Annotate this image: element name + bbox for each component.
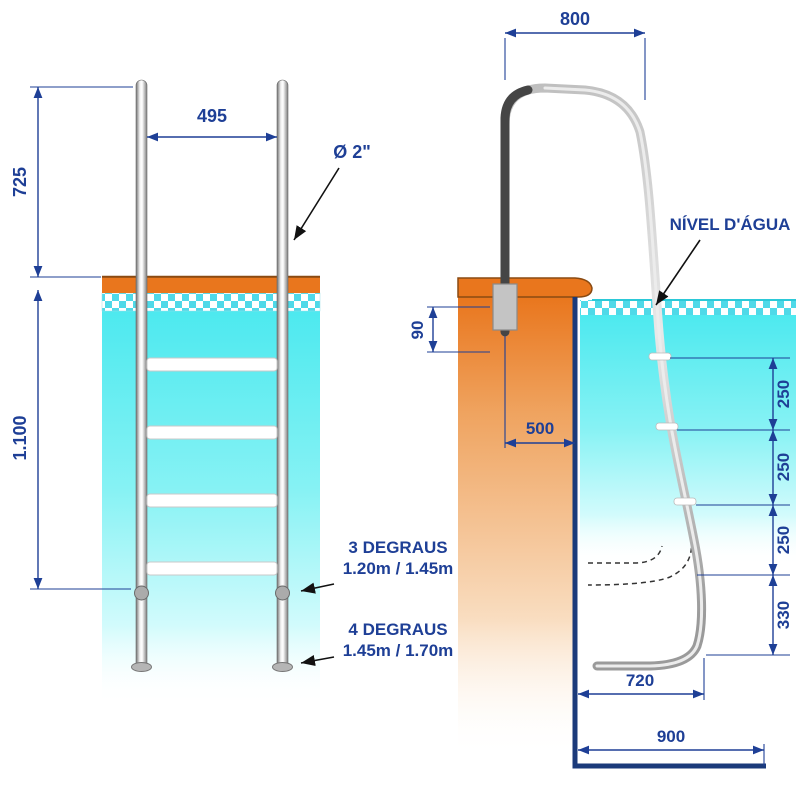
option-4-steps-label: 4 DEGRAUS bbox=[348, 620, 447, 639]
dim-floor-inner-value: 720 bbox=[626, 671, 654, 690]
tube-diameter-label: Ø 2" bbox=[333, 142, 371, 162]
waterline-tile-band-side bbox=[580, 300, 796, 315]
option-3-steps-leader bbox=[300, 582, 335, 594]
option-3-steps-note: 3 DEGRAUS 1.20m / 1.45m bbox=[300, 538, 454, 594]
option-4-steps-leader bbox=[300, 654, 335, 667]
option-3-steps-label: 3 DEGRAUS bbox=[348, 538, 447, 557]
dim-below-water-value: 1.100 bbox=[10, 415, 30, 460]
handrail-highlight bbox=[543, 86, 704, 668]
ladder-rung-4 bbox=[146, 561, 278, 576]
water-level-callout: NÍVEL D'ÁGUA bbox=[655, 215, 791, 306]
pool-wall-and-floor bbox=[572, 297, 766, 769]
side-view: 800 NÍVEL D'ÁGUA 90 500 bbox=[408, 9, 796, 769]
three-step-foot-right bbox=[275, 585, 290, 601]
pool-deck-body-side bbox=[458, 297, 575, 757]
ladder-rung-3 bbox=[146, 493, 278, 508]
dim-step-3-value: 250 bbox=[774, 526, 793, 554]
water-level-label: NÍVEL D'ÁGUA bbox=[670, 215, 791, 234]
dim-below-water: 1.100 bbox=[10, 290, 131, 590]
dim-wall-offset-value: 500 bbox=[526, 419, 554, 438]
front-view: 495 725 1.100 Ø 2" 3 DEGRAUS 1.20m / 1.4… bbox=[10, 79, 454, 705]
deck-anchor-sleeve bbox=[492, 283, 518, 331]
three-step-foot-left bbox=[134, 585, 149, 601]
dim-anchor-inset: 90 bbox=[408, 306, 490, 353]
dim-top-reach-value: 800 bbox=[560, 9, 590, 29]
dim-step-chain: 250 250 250 330 bbox=[670, 357, 793, 656]
option-4-steps-note: 4 DEGRAUS 1.45m / 1.70m bbox=[300, 620, 454, 667]
water-level-leader bbox=[655, 239, 701, 306]
option-4-steps-sizes: 1.45m / 1.70m bbox=[343, 641, 454, 660]
pool-coping-side bbox=[457, 277, 593, 298]
dim-above-water-value: 725 bbox=[10, 167, 30, 197]
pool-deck-coping-front bbox=[102, 276, 320, 293]
option-3-steps-sizes: 1.20m / 1.45m bbox=[343, 559, 454, 578]
ladder-right-rail bbox=[276, 79, 289, 669]
side-step-stub-3 bbox=[673, 497, 697, 506]
dim-floor-outer-value: 900 bbox=[657, 727, 685, 746]
dim-top-reach: 800 bbox=[504, 9, 646, 100]
dim-bottom-bend-value: 330 bbox=[774, 601, 793, 629]
tube-diameter-leader bbox=[293, 167, 340, 241]
four-step-flange-right bbox=[272, 662, 293, 672]
dim-above-water: 725 bbox=[10, 86, 133, 278]
tube-diameter-callout: Ø 2" bbox=[293, 142, 371, 241]
dim-wall-offset: 500 bbox=[504, 336, 575, 448]
ladder-rung-2 bbox=[146, 425, 278, 440]
three-step-variant-dashed-end bbox=[588, 545, 663, 564]
ladder-rung-1 bbox=[146, 357, 278, 372]
side-step-stub-2 bbox=[655, 422, 679, 431]
side-step-stub-1 bbox=[648, 352, 672, 361]
dim-step-2-value: 250 bbox=[774, 453, 793, 481]
dim-floor-outer: 900 bbox=[578, 727, 765, 766]
ladder-left-rail bbox=[135, 79, 148, 669]
dim-anchor-inset-value: 90 bbox=[408, 321, 427, 340]
dim-floor-inner: 720 bbox=[578, 658, 705, 700]
handrail-dark-section bbox=[500, 85, 533, 337]
dim-rail-spacing: 495 bbox=[147, 106, 277, 142]
dim-rail-spacing-value: 495 bbox=[197, 106, 227, 126]
four-step-flange-left bbox=[131, 662, 152, 672]
dim-step-1-value: 250 bbox=[774, 380, 793, 408]
